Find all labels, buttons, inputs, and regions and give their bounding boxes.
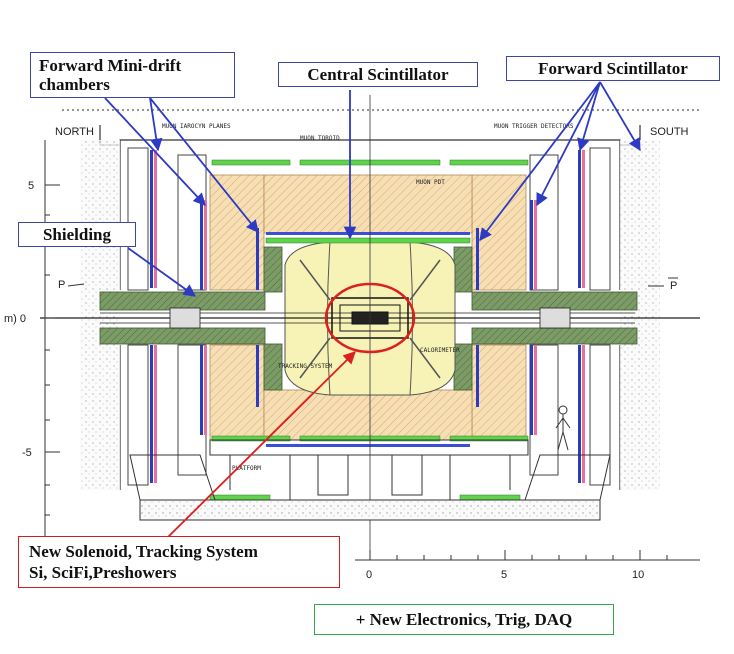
label-tracking-system: TRACKING SYSTEM — [278, 363, 333, 370]
south-label: SOUTH — [650, 126, 689, 138]
axis-origin-label: m) 0 — [4, 313, 26, 325]
callout-forward-scintillator: Forward Scintillator — [506, 56, 720, 81]
label-muon-toroid: MUON TOROID — [300, 135, 340, 142]
label-platform: PLATFORM — [232, 465, 261, 472]
label-calorimeter: CALORIMETER — [420, 347, 460, 354]
beam-left-label: P — [58, 279, 65, 291]
forward-chambers — [150, 150, 585, 483]
y-tick-minus5: -5 — [22, 447, 32, 459]
label-muon-larocyn: MUON IAROCYN PLANES — [162, 123, 231, 130]
beam-left-arrow — [67, 283, 85, 287]
person-figure — [555, 405, 571, 451]
x-tick-0: 0 — [366, 569, 372, 581]
callout-central-scintillator: Central Scintillator — [278, 62, 478, 87]
label-muon-pdt: MUON PDT — [416, 179, 445, 186]
callout-shielding: Shielding — [18, 222, 136, 247]
muon-toroid — [209, 174, 527, 441]
y-tick-5: 5 — [28, 180, 34, 192]
label-muon-trigger: MUON TRIGGER DETECTORS — [494, 123, 574, 130]
y-axis — [44, 140, 60, 540]
x-tick-5: 5 — [501, 569, 507, 581]
north-label: NORTH — [55, 126, 94, 138]
shielding-blocks — [99, 246, 638, 391]
callout-new-solenoid: New Solenoid, Tracking System Si, SciFi,… — [18, 536, 340, 588]
callout-forward-minidrift: Forward Mini-drift chambers — [30, 52, 235, 98]
new-solenoid-highlight — [324, 282, 416, 354]
platform-structure — [129, 439, 611, 521]
beam-right-label: P — [670, 280, 677, 292]
left-concrete — [80, 140, 120, 490]
new-solenoid-arrow — [164, 351, 356, 541]
x-axis — [355, 550, 700, 561]
callout-arrows — [104, 81, 641, 297]
x-tick-10: 10 — [632, 569, 644, 581]
callout-new-electronics: + New Electronics, Trig, DAQ — [314, 604, 614, 635]
right-concrete — [620, 140, 660, 490]
